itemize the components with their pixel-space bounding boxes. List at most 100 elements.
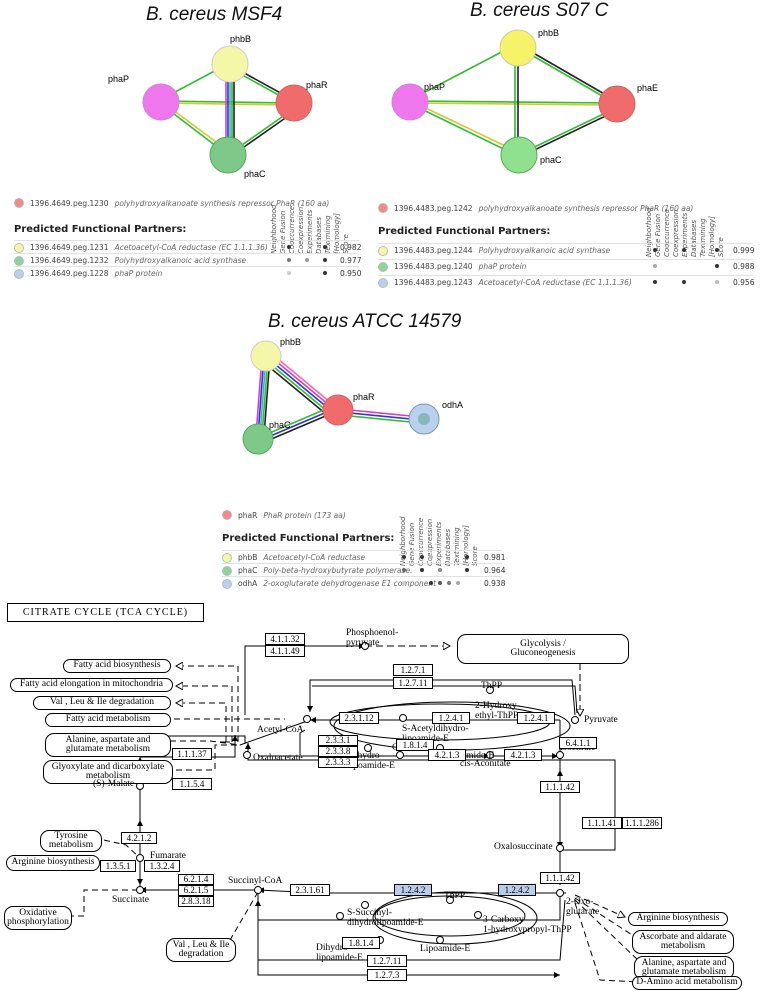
enzyme-2-3-3-1[interactable]: 2.3.3.1: [318, 735, 358, 746]
enzyme-1-2-7-11[interactable]: 1.2.7.11: [393, 677, 433, 689]
compound-phosphoenolpyruvate: Phosphoenol- pyruvate: [346, 628, 399, 648]
enzyme-1-2-7-11-b[interactable]: 1.2.7.11: [367, 955, 407, 967]
enzyme-1-1-1-286[interactable]: 1.1.1.286: [622, 817, 662, 829]
network-s07c: phbB phaP phaE phaC: [391, 28, 658, 174]
compound-oxalosuccinate: Oxalosuccinate: [494, 842, 553, 852]
enzyme-1-2-7-3[interactable]: 1.2.7.3: [367, 969, 407, 981]
enzyme-4-1-1-49[interactable]: 4.1.1.49: [265, 645, 305, 657]
enzyme-1-2-7-1[interactable]: 1.2.7.1: [393, 664, 433, 676]
node-phaP-1[interactable]: [142, 83, 180, 121]
compound-carboxy-hydroxypropyl-thpp: 3-Carboxy- 1-hydroxypropyl-ThPP: [483, 915, 572, 935]
node-phaR-3[interactable]: [322, 394, 354, 426]
enzyme-6-2-1-4[interactable]: 6.2.1.4: [178, 874, 214, 885]
enzyme-2-3-3-3[interactable]: 2.3.3.3: [318, 757, 358, 768]
pathway-d-amino-acid[interactable]: D-Amino acid metabolism: [632, 976, 742, 990]
partners-heading: Predicted Functional Partners:: [222, 533, 395, 544]
partner-row[interactable]: 1396.4483.peg.1244 Polyhydroxyalkanoic a…: [378, 243, 754, 257]
enzyme-1-1-1-37[interactable]: 1.1.1.37: [172, 748, 212, 760]
pathway-val-leu-ile-degradation[interactable]: Val , Leu & Ile degradation: [33, 696, 171, 710]
node-phaR-1[interactable]: [275, 84, 313, 122]
query-dot-icon: [222, 510, 232, 520]
label-phbB-2: phbB: [538, 28, 559, 38]
node-phaE-2[interactable]: [598, 85, 636, 123]
pathway-arginine-biosynthesis-2[interactable]: Arginine biosynthesis: [628, 912, 728, 926]
enzyme-1-2-4-2-b[interactable]: 1.2.4.2: [498, 884, 536, 896]
enzyme-1-1-1-41[interactable]: 1.1.1.41: [582, 817, 622, 829]
enzyme-2-3-1-12[interactable]: 2.3.1.12: [339, 712, 379, 724]
pathway-val-leu-ile-degradation-2[interactable]: Val , Leu & Ile degradation: [166, 938, 236, 962]
node-phbB-1[interactable]: [211, 45, 249, 83]
compound-pyruvate: Pyruvate: [584, 715, 618, 725]
pathway-alanine-aspartate[interactable]: Alanine, aspartate and glutamate metabol…: [45, 733, 171, 757]
enzyme-1-2-4-1-b[interactable]: 1.2.4.1: [517, 712, 555, 724]
partner-row[interactable]: 1396.4483.peg.1243 Acetoacetyl-CoA reduc…: [378, 275, 754, 289]
compound-oxaloacetate: Oxaloacetate: [253, 753, 303, 763]
enzyme-6-2-1-5[interactable]: 6.2.1.5: [178, 885, 214, 896]
enzyme-2-3-1-61[interactable]: 2.3.1.61: [290, 884, 330, 896]
partner-row[interactable]: 1396.4483.peg.1240 phaP protein 0.988: [378, 259, 755, 273]
query-dot-icon: [378, 203, 388, 213]
panel3-title: B. cereus ATCC 14579: [268, 311, 462, 332]
node-phaC-3[interactable]: [242, 423, 274, 455]
pathway-oxidative-phosphorylation[interactable]: Oxidative phosphorylation: [4, 906, 72, 930]
enzyme-1-3-2-4[interactable]: 1.3.2.4: [144, 860, 180, 872]
partner-id: 1396.4649.peg.1231: [30, 243, 109, 252]
enzyme-1-1-5-4[interactable]: 1.1.5.4: [172, 778, 212, 790]
node-phaC-1[interactable]: [209, 136, 247, 174]
partner-desc: Poly-beta-hydroxybutyrate polymerase.: [263, 566, 413, 575]
enzyme-1-2-4-2-a[interactable]: 1.2.4.2: [394, 884, 432, 896]
compound-thpp-1: ThPP: [481, 681, 503, 691]
enzyme-4-1-1-32[interactable]: 4.1.1.32: [265, 633, 305, 645]
partner-row[interactable]: 1396.4649.peg.1228 phaP protein 0.950: [14, 266, 362, 280]
label-phaC-1: phaC: [244, 169, 266, 179]
pathway-glycolysis[interactable]: Glycolysis / Gluconeogenesis: [457, 634, 629, 664]
label-phbB-3: phbB: [280, 337, 301, 347]
pathway-glyoxylate[interactable]: Glyoxylate and dicarboxylate metabolism: [43, 760, 173, 784]
enzyme-6-4-1-1[interactable]: 6.4.1.1: [559, 737, 597, 749]
enzyme-4-2-1-3-a[interactable]: 4.2.1.3: [428, 749, 466, 761]
compound-succinyl-coa: Succinyl-CoA: [228, 876, 283, 886]
pathway-fatty-acid-elongation[interactable]: Fatty acid elongation in mitochondria: [10, 678, 173, 692]
partner-score: 0.938: [484, 579, 506, 588]
partner-row[interactable]: phbB Acetoacetyl-CoA reductase 0.981: [222, 550, 505, 564]
pathway-tyrosine[interactable]: Tyrosine metabolism: [40, 830, 102, 852]
partner-score: 0.988: [733, 262, 755, 271]
pathway-arginine-biosynthesis-1[interactable]: Arginine biosynthesis: [6, 855, 100, 871]
partner-row[interactable]: 1396.4649.peg.1232 Polyhydroxyalkanoic a…: [14, 253, 361, 267]
partner-desc: 2-oxoglutarate dehydrogenase E1 componen…: [263, 579, 437, 588]
enzyme-1-8-1-4-b[interactable]: 1.8.1.4: [342, 937, 380, 949]
partner-dot-icon: [378, 277, 388, 288]
label-phaP-2: phaP: [424, 82, 445, 92]
enzyme-4-2-1-3-b[interactable]: 4.2.1.3: [504, 749, 542, 761]
panel2-title: B. cereus S07 C: [470, 0, 609, 21]
partner-row[interactable]: 1396.4649.peg.1231 Acetoacetyl-CoA reduc…: [14, 240, 362, 254]
label-phbB-1: phbB: [230, 34, 251, 44]
partner-score: 0.950: [340, 269, 362, 278]
partner-row[interactable]: phaC Poly-beta-hydroxybutyrate polymeras…: [222, 563, 505, 577]
pathway-fatty-acid-metabolism[interactable]: Fatty acid metabolism: [45, 713, 171, 727]
node-phaC-2[interactable]: [500, 136, 538, 174]
enzyme-1-1-1-42-b[interactable]: 1.1.1.42: [540, 872, 580, 884]
compound-dihydrolipoamide-1: Dihydro- lipoamide-E: [348, 751, 395, 771]
partner-desc: Polyhydroxyalkanoic acid synthase: [114, 256, 247, 265]
label-phaC-3: phaC: [269, 420, 291, 430]
partner-row[interactable]: odhA 2-oxoglutarate dehydrogenase E1 com…: [222, 576, 506, 590]
enzyme-1-3-5-1[interactable]: 1.3.5.1: [100, 860, 136, 872]
enzyme-1-8-1-4-a[interactable]: 1.8.1.4: [396, 739, 434, 751]
pathway-fatty-acid-biosynthesis[interactable]: Fatty acid biosynthesis: [63, 659, 171, 673]
label-phaR-3: phaR: [353, 392, 375, 402]
protein-structure-icon: [418, 413, 430, 425]
pathway-ascorbate-aldarate[interactable]: Ascorbate and aldarate metabolism: [632, 930, 734, 954]
partner-score: 0.982: [340, 243, 362, 252]
network-msf4: phbB phaP phaR phaC: [108, 34, 328, 179]
enzyme-2-3-3-8[interactable]: 2.3.3.8: [318, 746, 358, 757]
compound-thpp-2: ThPP: [444, 891, 466, 901]
enzyme-4-2-1-2[interactable]: 4.2.1.2: [121, 832, 157, 844]
node-phbB-2[interactable]: [499, 29, 537, 67]
enzyme-2-8-3-18[interactable]: 2.8.3.18: [178, 896, 214, 907]
node-phaP-2[interactable]: [391, 83, 429, 121]
node-phbB-3[interactable]: [250, 340, 282, 372]
enzyme-1-1-1-42-a[interactable]: 1.1.1.42: [540, 781, 580, 793]
enzyme-1-2-4-1-a[interactable]: 1.2.4.1: [432, 712, 470, 724]
